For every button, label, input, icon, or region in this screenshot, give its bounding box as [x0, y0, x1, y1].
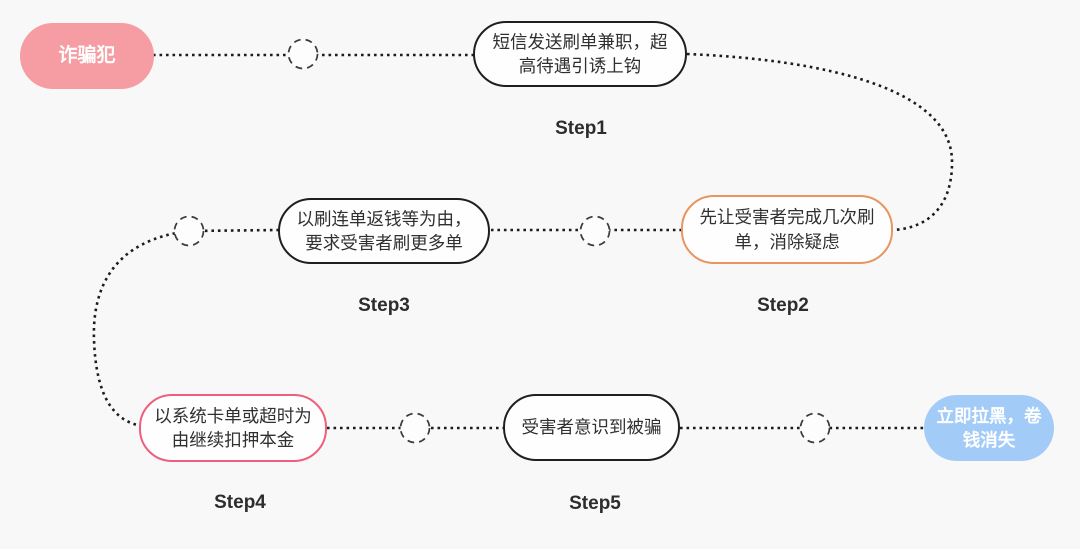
node-end-block-and-vanish[interactable]: 立即拉黑，卷 钱消失: [924, 395, 1054, 461]
node-text-line: 要求受害者刷更多单: [305, 233, 463, 253]
node-text-line: 以刷连单返钱等为由，: [296, 208, 472, 229]
junction-node-4[interactable]: [399, 412, 431, 444]
connector-step3-step4: [92, 228, 280, 428]
step1-label: Step1: [555, 118, 607, 139]
step3-label: Step3: [358, 295, 410, 316]
junction-node-1[interactable]: [287, 38, 319, 70]
step2-label: Step2: [757, 295, 809, 316]
node-text-line: 先让受害者完成几次刷: [699, 207, 875, 228]
connector-step1-step2: [686, 52, 954, 232]
node-text-line: 高待遇引诱上钩: [518, 56, 642, 76]
step5-label: Step5: [569, 493, 621, 514]
node-label-line: 立即拉黑，卷: [936, 405, 1042, 426]
node-step2[interactable]: 先让受害者完成几次刷 单，消除疑虑: [681, 195, 893, 264]
node-label-line: 钱消失: [962, 430, 1016, 450]
node-text-line: 以系统卡单或超时为: [154, 405, 312, 426]
node-text-line: 由继续扣押本金: [171, 430, 295, 450]
node-text-line: 单，消除疑虑: [734, 231, 840, 252]
node-step1[interactable]: 短信发送刷单兼职，超 高待遇引诱上钩: [473, 21, 687, 87]
node-step3[interactable]: 以刷连单返钱等为由， 要求受害者刷更多单: [278, 198, 490, 264]
junction-node-2[interactable]: [579, 215, 611, 247]
step4-label: Step4: [214, 492, 266, 513]
node-start-scammer[interactable]: 诈骗犯: [20, 23, 154, 89]
node-text-line: 受害者意识到被骗: [521, 417, 662, 438]
junction-node-3[interactable]: [173, 215, 205, 247]
node-step5[interactable]: 受害者意识到被骗: [503, 394, 680, 461]
junction-node-5[interactable]: [799, 412, 831, 444]
node-text-line: 短信发送刷单兼职，超: [492, 31, 668, 52]
node-label: 诈骗犯: [58, 44, 116, 66]
node-step4[interactable]: 以系统卡单或超时为 由继续扣押本金: [139, 394, 327, 462]
